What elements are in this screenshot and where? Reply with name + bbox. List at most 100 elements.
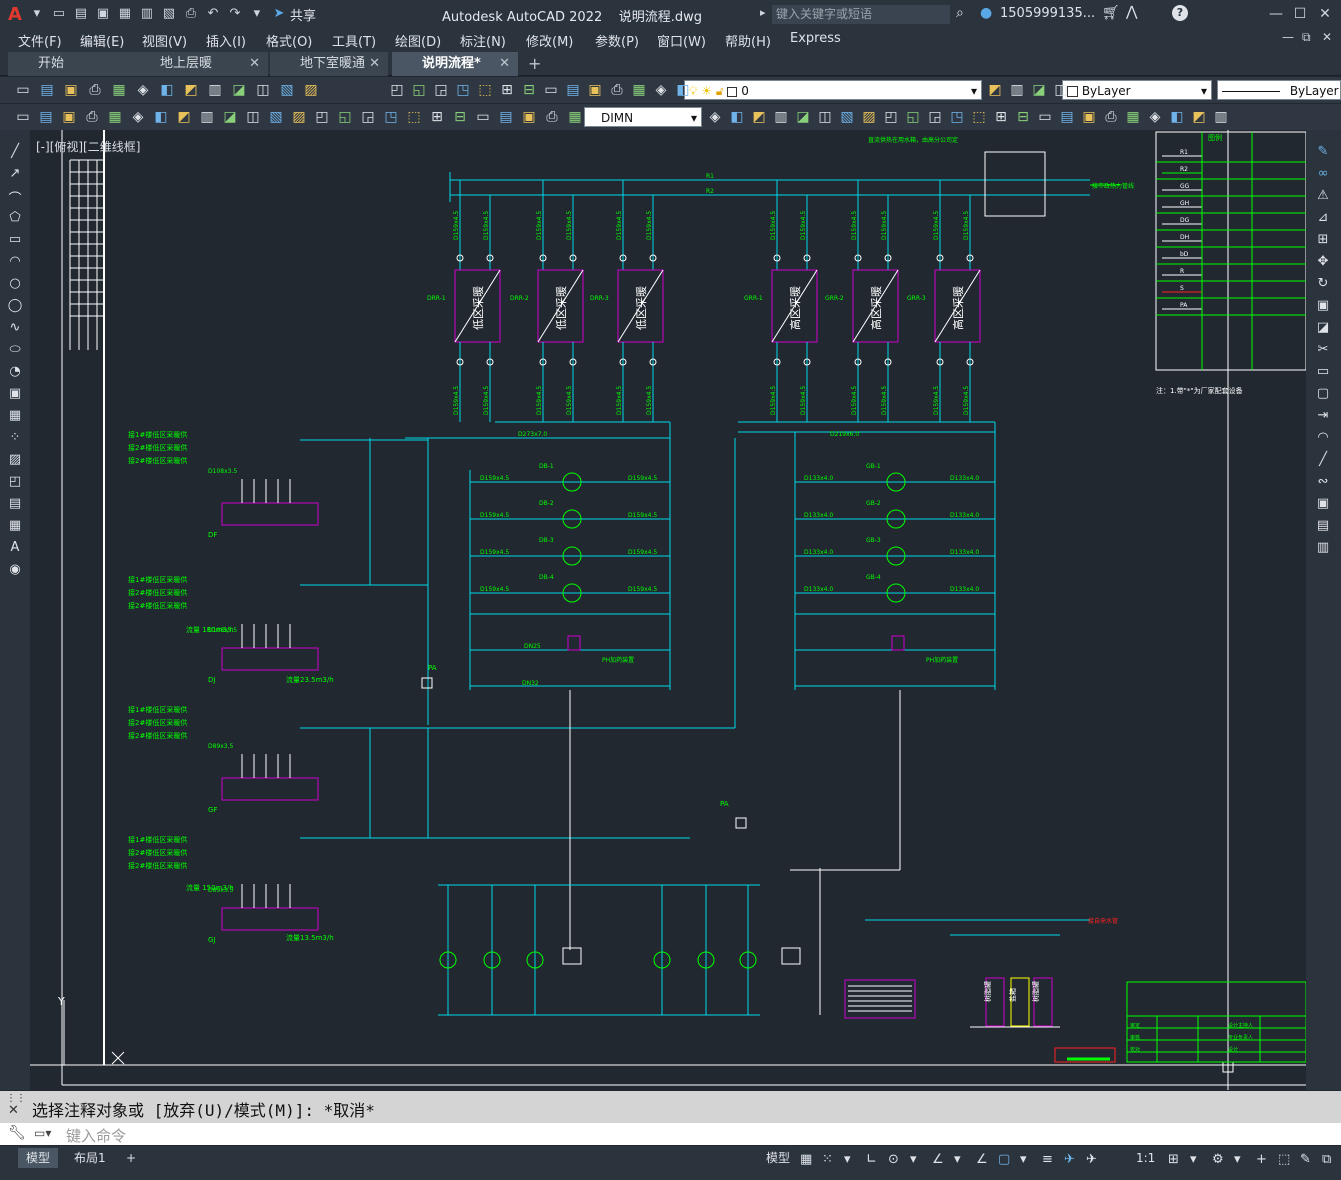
command-line[interactable]: 🔧︎ ▭▾ 键入命令	[0, 1123, 1341, 1145]
toolbar-button-icon[interactable]: ◰	[315, 109, 329, 125]
toolbar-button-icon[interactable]: ◈	[132, 109, 144, 125]
modify-tool-icon[interactable]: ▣	[1316, 496, 1330, 511]
status-toggle-icon[interactable]: ▦	[800, 1152, 813, 1167]
menu-item[interactable]: 标注(N)	[460, 35, 506, 50]
grip-icon[interactable]: ⋮⋮	[6, 1093, 26, 1104]
doc-restore-icon[interactable]: ⧉	[1302, 30, 1311, 44]
close-command-icon[interactable]: ✕	[8, 1103, 19, 1118]
toolbar-button-icon[interactable]: ▣	[62, 109, 76, 125]
menu-item[interactable]: 参数(P)	[595, 35, 639, 50]
modify-tool-icon[interactable]: ▣	[1316, 298, 1330, 313]
chevron-down-icon[interactable]: ▾	[33, 6, 41, 21]
toolbar-button-icon[interactable]: ▭	[16, 109, 30, 125]
toolbar-button-icon[interactable]: ◧	[1170, 109, 1184, 125]
menu-item[interactable]: 插入(I)	[206, 35, 246, 50]
viewport-controls[interactable]: [-][俯视][二维线框]	[36, 140, 141, 154]
modify-tool-icon[interactable]: ⊿	[1317, 210, 1329, 225]
toolbar-button-icon[interactable]: ▣	[64, 82, 78, 98]
menu-item[interactable]: 窗口(W)	[657, 35, 706, 50]
menu-item[interactable]: 帮助(H)	[725, 35, 771, 50]
draw-tool-icon[interactable]: ▦	[8, 408, 22, 423]
status-toggle-icon[interactable]: ≡	[1042, 1152, 1053, 1167]
draw-tool-icon[interactable]: ⌒	[8, 192, 22, 207]
toolbar-button-icon[interactable]: ◧	[160, 82, 174, 98]
dimstyle-combo[interactable]: DIMN ▾	[584, 107, 702, 127]
draw-tool-icon[interactable]: ◯	[7, 298, 23, 313]
toolbar-button-icon[interactable]: ◳	[950, 109, 964, 125]
toolbar-button-icon[interactable]: ◲	[928, 109, 942, 125]
modify-tool-icon[interactable]: ▭	[1316, 364, 1330, 379]
toolbar-button-icon[interactable]: ⬚	[478, 82, 492, 98]
toolbar-button-icon[interactable]: ◰	[884, 109, 898, 125]
toolbar-button-icon[interactable]: ▣	[588, 82, 602, 98]
modify-tool-icon[interactable]: ✥	[1317, 254, 1329, 269]
toolbar-button-icon[interactable]: ◩	[177, 109, 191, 125]
toolbar-button-icon[interactable]: ▤	[40, 82, 54, 98]
modify-tool-icon[interactable]: ⇥	[1317, 408, 1329, 423]
share-label[interactable]: 共享	[289, 8, 316, 24]
close-tab-icon[interactable]: ✕	[249, 56, 260, 71]
new-file-icon[interactable]: ▭	[52, 6, 66, 21]
modify-tool-icon[interactable]: ↻	[1317, 276, 1329, 291]
toolbar-button-icon[interactable]: ▥	[200, 109, 214, 125]
draw-tool-icon[interactable]: ▨	[8, 452, 22, 467]
color-combo[interactable]: ByLayer ▾	[1062, 80, 1212, 100]
document-tab[interactable]: 地下室暖通✕	[270, 52, 388, 76]
app-logo[interactable]: A	[8, 3, 22, 25]
maximize-icon[interactable]: ☐	[1293, 6, 1307, 22]
chevron-down-icon[interactable]: ▾	[253, 6, 261, 21]
toolbar-button-icon[interactable]: ▦	[1126, 109, 1140, 125]
toolbar-button-icon[interactable]: ▦	[632, 82, 646, 98]
toolbar-button-icon[interactable]: ◱	[338, 109, 352, 125]
toolbar-button-icon[interactable]: ▥	[774, 109, 788, 125]
toolbar-button-icon[interactable]: ▣	[1082, 109, 1096, 125]
toolbar-button-icon[interactable]: ◲	[361, 109, 375, 125]
toolbar-button-icon[interactable]: ▤	[566, 82, 580, 98]
toolbar-button-icon[interactable]: ▦	[568, 109, 582, 125]
toolbar-button-icon[interactable]: ◳	[384, 109, 398, 125]
modify-tool-icon[interactable]: ∾	[1317, 474, 1329, 489]
toolbar-button-icon[interactable]: ⎙	[546, 109, 558, 125]
toolbar-button-icon[interactable]: ▥	[1214, 109, 1228, 125]
draw-tool-icon[interactable]: ◰	[8, 474, 22, 489]
toolbar-button-icon[interactable]: ⊞	[431, 109, 443, 125]
toolbar-button-icon[interactable]: ▤	[499, 109, 513, 125]
modify-tool-icon[interactable]: ✎	[1317, 144, 1329, 159]
print-icon[interactable]: ⎙	[185, 6, 197, 21]
redo-icon[interactable]: ↷	[229, 6, 241, 21]
status-toggle-icon[interactable]: +	[1256, 1152, 1267, 1167]
menu-item[interactable]: 绘图(D)	[395, 35, 442, 50]
autodesk-app-icon[interactable]: ⋀	[1126, 4, 1138, 20]
draw-tool-icon[interactable]: ⬠	[9, 210, 21, 225]
status-toggle-icon[interactable]: ▾	[844, 1152, 851, 1167]
toolbar-button-icon[interactable]: ◪	[796, 109, 810, 125]
minimize-icon[interactable]: —	[1269, 6, 1283, 22]
close-tab-icon[interactable]: ✕	[369, 56, 380, 71]
menu-item[interactable]: 工具(T)	[332, 35, 377, 50]
modify-tool-icon[interactable]: ▤	[1316, 518, 1330, 533]
draw-tool-icon[interactable]: ↗	[9, 166, 21, 181]
status-toggle-icon[interactable]: ⬚	[1278, 1152, 1291, 1167]
toolbar-button-icon[interactable]: ◩	[184, 82, 198, 98]
toolbar-button-icon[interactable]: ⬚	[972, 109, 986, 125]
toolbar-button-icon[interactable]: ⬚	[407, 109, 421, 125]
status-toggle-icon[interactable]: ∠	[976, 1152, 988, 1167]
draw-tool-icon[interactable]: ○	[9, 276, 21, 291]
toolbar-button-icon[interactable]: ⎙	[1105, 109, 1117, 125]
draw-tool-icon[interactable]: ╱	[11, 144, 19, 159]
toolbar-button-icon[interactable]: ▦	[108, 109, 122, 125]
draw-tool-icon[interactable]: ▤	[8, 496, 22, 511]
toolbar-button-icon[interactable]: ⊟	[523, 82, 535, 98]
toolbar-button-icon[interactable]: ▣	[522, 109, 536, 125]
cad-drawing[interactable]: YR1R2直流供热在用水箱，由高分公司定接市政热力管线低区采暖DRR-1D159…	[30, 130, 1306, 1090]
menu-item[interactable]: 文件(F)	[18, 35, 62, 50]
menu-item[interactable]: 编辑(E)	[80, 35, 125, 50]
status-toggle-icon[interactable]: ▾	[910, 1152, 917, 1167]
status-toggle-icon[interactable]: ▾	[1190, 1152, 1197, 1167]
import-icon[interactable]: ▥	[140, 6, 154, 21]
toolbar-button-icon[interactable]: ◧	[676, 82, 690, 98]
close-icon[interactable]: ✕	[1319, 6, 1331, 22]
draw-tool-icon[interactable]: ⁘	[9, 430, 21, 445]
toolbar-button-icon[interactable]: ▭	[1038, 109, 1052, 125]
